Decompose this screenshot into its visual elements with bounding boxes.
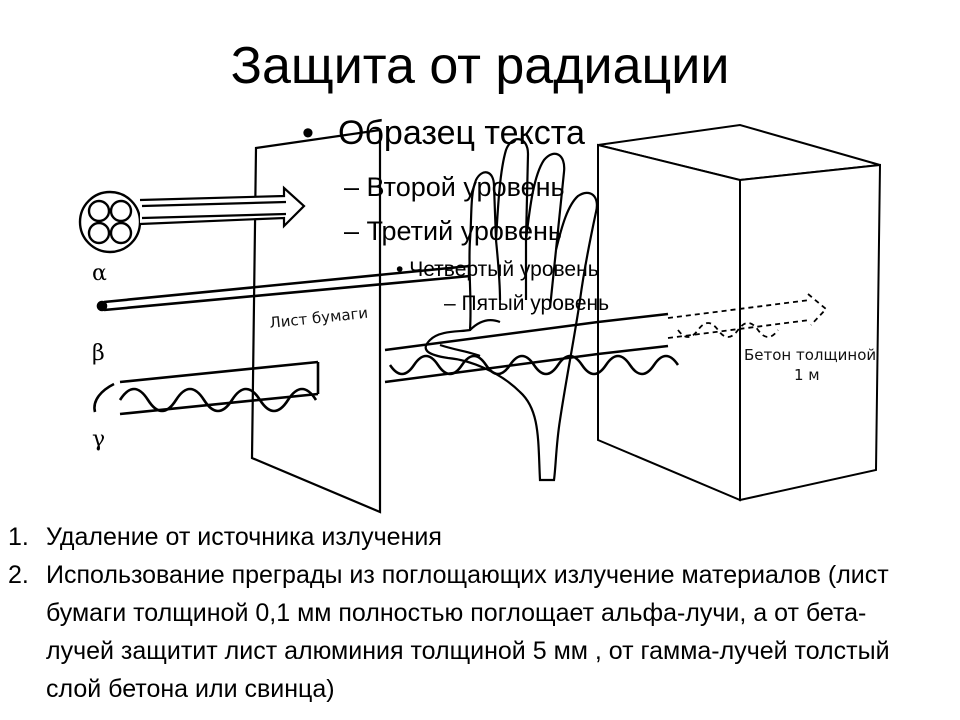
beta-label: β [92,341,105,366]
list-item-text: Использование преграды из поглощающих из… [46,561,890,703]
list-item-number: 1. [8,523,29,551]
concrete-label-line1: Бетон толщиной [744,346,876,364]
protection-methods-list[interactable]: 1. Удаление от источника излучения 2. Ис… [0,518,960,708]
hand-drawing [424,138,598,482]
gamma-ray-exit-dashed [667,293,828,339]
list-item: 2. Использование преграды из поглощающих… [0,556,960,708]
list-item-text: Удаление от источника излучения [46,523,442,551]
alpha-particle-source [78,190,142,254]
beta-ray [96,264,471,312]
alpha-ray-arrow [139,185,306,229]
concrete-label-line2: 1 м [794,366,820,384]
gamma-label: γ [92,427,105,452]
gamma-ray-start [93,360,320,416]
gamma-ray-mid [384,312,680,384]
list-item: 1. Удаление от источника излучения [0,518,960,556]
slide-title[interactable]: Защита от радиации [230,37,730,95]
list-item-number: 2. [8,561,29,589]
concrete-block [597,123,882,502]
alpha-label: α [92,261,107,286]
